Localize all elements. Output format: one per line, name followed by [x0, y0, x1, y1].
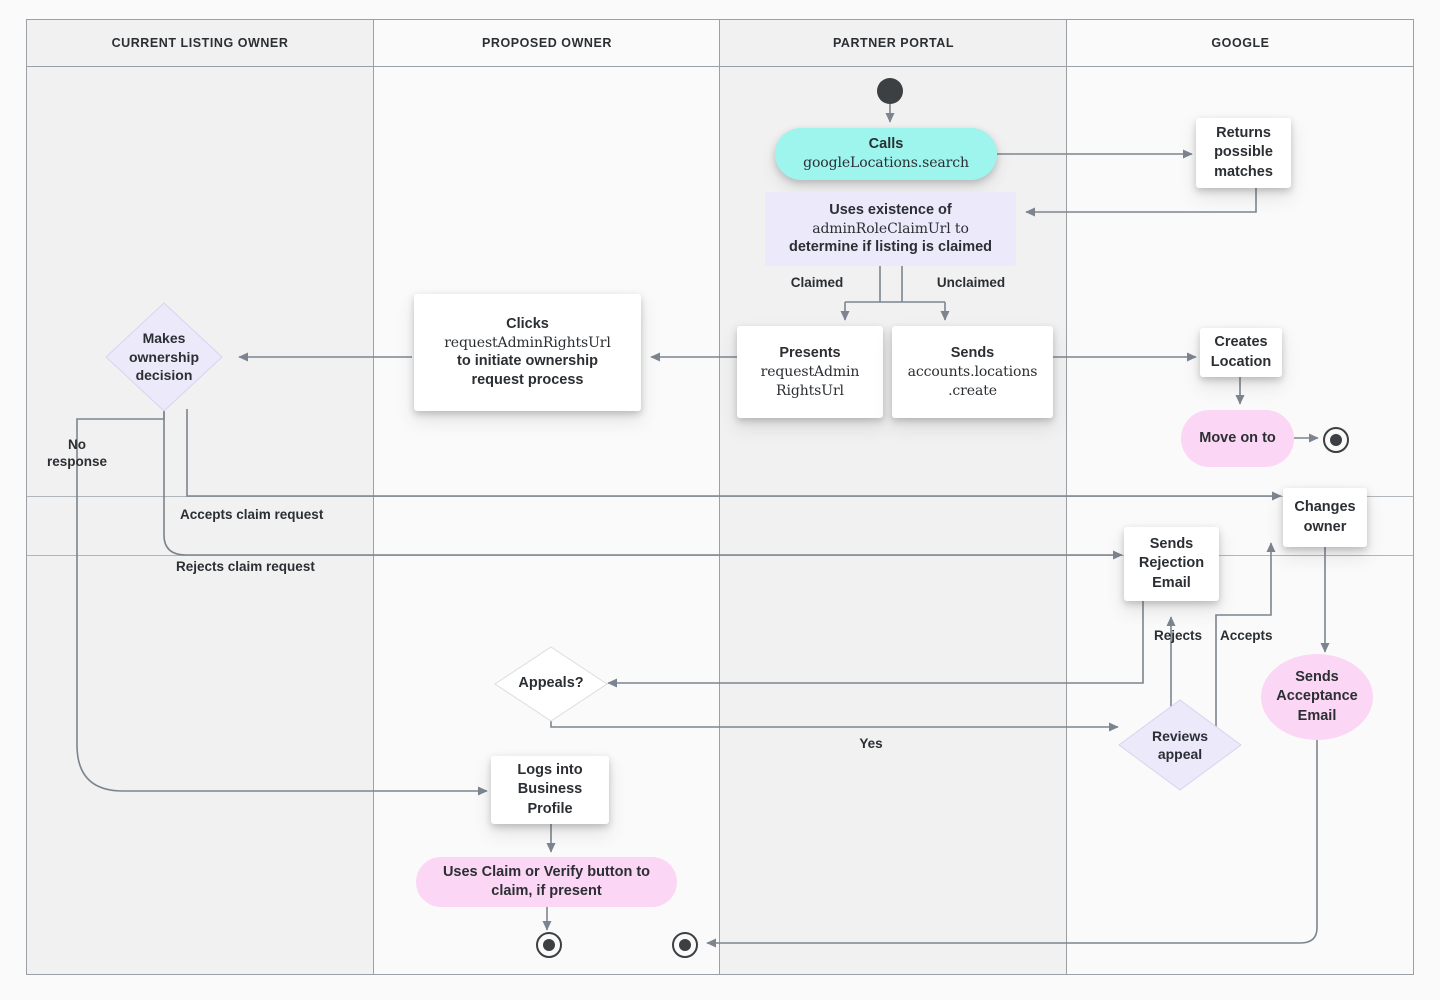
node-uses-existence-adminroleclaimurl[interactable]: Uses existence of adminRoleClaimUrl to d… [765, 192, 1016, 266]
node-line: Profile [527, 800, 573, 817]
node-appeals-decision[interactable]: Appeals? [494, 646, 608, 722]
edge-label-accepts-claim-request: Accepts claim request [180, 507, 324, 522]
diamond-shape [494, 646, 608, 722]
node-move-on-to[interactable]: Move on to [1181, 410, 1294, 467]
edge-label-rejects: Rejects [1154, 628, 1203, 643]
node-line: Uses existence of [829, 201, 952, 218]
node-line: ownership [128, 348, 199, 365]
node-line: Makes [142, 330, 186, 347]
node-line: Rejection [1138, 555, 1205, 572]
edge-appeals-yes-to-reviews [550, 710, 1119, 732]
node-line: Logs into [517, 762, 583, 779]
edge-returns-to-uses [1025, 188, 1257, 217]
node-line: matches [1214, 163, 1273, 180]
node-line-mono: requestAdminRightsUrl [444, 334, 611, 351]
end-node-acceptance-flow [672, 932, 698, 958]
edge-accepts-to-changesowner [186, 409, 1282, 501]
node-changes-owner[interactable]: Changes owner [1283, 488, 1367, 547]
node-line: Calls [868, 136, 904, 153]
lane-header-proposed-owner: PROPOSED OWNER [374, 19, 720, 67]
node-uses-claim-or-verify-button[interactable]: Uses Claim or Verify button to claim, if… [416, 857, 677, 907]
diamond-shape [105, 302, 223, 412]
edge-rejects-to-rejectionemail [163, 409, 1123, 560]
node-line: decision [135, 367, 193, 384]
lane-label: PARTNER PORTAL [832, 35, 955, 50]
start-node-partner-portal [877, 78, 903, 104]
node-line: Presents [779, 344, 841, 361]
node-line-mono: requestAdmin [760, 364, 860, 381]
edge-noresponse-to-logsinto [76, 409, 488, 796]
edge-label-rejects-claim-request: Rejects claim request [176, 559, 315, 574]
swimlane-frame [26, 19, 1414, 975]
node-line: Appeals? [518, 675, 584, 692]
node-line-mono: googleLocations.search [803, 155, 969, 172]
node-line: Business [517, 781, 583, 798]
edge-label-yes: Yes [859, 736, 883, 751]
lane-label: GOOGLE [1211, 35, 1270, 50]
node-line-mono: accounts.locations [907, 364, 1038, 381]
node-presents-requestadminrightsurl[interactable]: Presents requestAdmin RightsUrl [737, 326, 883, 418]
node-line: Changes [1294, 499, 1356, 516]
node-line: Sends [1149, 536, 1194, 553]
node-line: claim, if present [491, 883, 602, 899]
lane-divider-3 [1066, 19, 1067, 975]
node-logs-into-business-profile[interactable]: Logs into Business Profile [491, 756, 609, 824]
node-line: Email [1297, 707, 1337, 724]
node-line: Returns [1216, 125, 1271, 142]
node-makes-ownership-decision[interactable]: Makes ownership decision [105, 302, 223, 412]
lane-divider-1 [373, 19, 374, 975]
node-sends-rejection-email[interactable]: Sends Rejection Email [1124, 527, 1219, 601]
node-returns-possible-matches[interactable]: Returns possible matches [1196, 118, 1291, 188]
edge-label-no-response: No response [46, 437, 108, 469]
edge-label-accepts: Accepts [1220, 628, 1273, 643]
lane-label: CURRENT LISTING OWNER [111, 35, 289, 50]
lane-header-partner-portal: PARTNER PORTAL [720, 19, 1067, 67]
node-clicks-requestadminrightsurl[interactable]: Clicks requestAdminRightsUrl to initiate… [414, 294, 641, 411]
node-line: Sends [1295, 669, 1339, 686]
edge-label-claimed: Claimed [790, 275, 844, 290]
lane-label: PROPOSED OWNER [482, 35, 612, 50]
node-line: Location [1210, 353, 1272, 370]
edge-label-unclaimed: Unclaimed [936, 275, 1006, 290]
node-line: owner [1303, 518, 1347, 535]
node-line: request process [471, 372, 584, 389]
lane-header-google: GOOGLE [1067, 19, 1414, 67]
node-line: determine if listing is claimed [788, 239, 993, 256]
node-line-mono: adminRoleClaimUrl to [812, 220, 969, 237]
lane-divider-2 [719, 19, 720, 975]
diamond-shape [1118, 699, 1242, 791]
node-line: Acceptance [1276, 688, 1358, 705]
edge-rejectionemail-to-appeals [607, 601, 1144, 688]
edge-reviews-accepts [1215, 542, 1276, 745]
end-node-proposed-owner [536, 932, 562, 958]
end-node-google [1323, 427, 1349, 453]
node-calls-googlelocations-search[interactable]: Calls googleLocations.search [775, 128, 997, 180]
node-line: Sends [950, 344, 995, 361]
node-line: Move on to [1199, 429, 1276, 446]
node-line: Creates [1214, 334, 1268, 351]
node-sends-acceptance-email[interactable]: Sends Acceptance Email [1261, 654, 1373, 740]
node-line: Reviews [1151, 727, 1209, 744]
node-line: possible [1214, 144, 1273, 161]
node-reviews-appeal[interactable]: Reviews appeal [1118, 699, 1242, 791]
node-creates-location[interactable]: Creates Location [1200, 328, 1282, 377]
node-sends-accounts-locations-create[interactable]: Sends accounts.locations .create [892, 326, 1053, 418]
node-line: to initiate ownership [457, 353, 598, 370]
node-line-mono: .create [948, 382, 997, 399]
node-line-mono: RightsUrl [776, 382, 844, 399]
node-line: Email [1152, 574, 1191, 591]
node-line: appeal [1157, 746, 1203, 762]
edge-acceptanceemail-to-end [706, 738, 1318, 948]
lane-header-current-listing-owner: CURRENT LISTING OWNER [26, 19, 374, 67]
node-line: Uses Claim or Verify button to [442, 863, 651, 880]
node-line: Clicks [506, 315, 549, 332]
lane-column-current-listing-owner [26, 19, 374, 975]
